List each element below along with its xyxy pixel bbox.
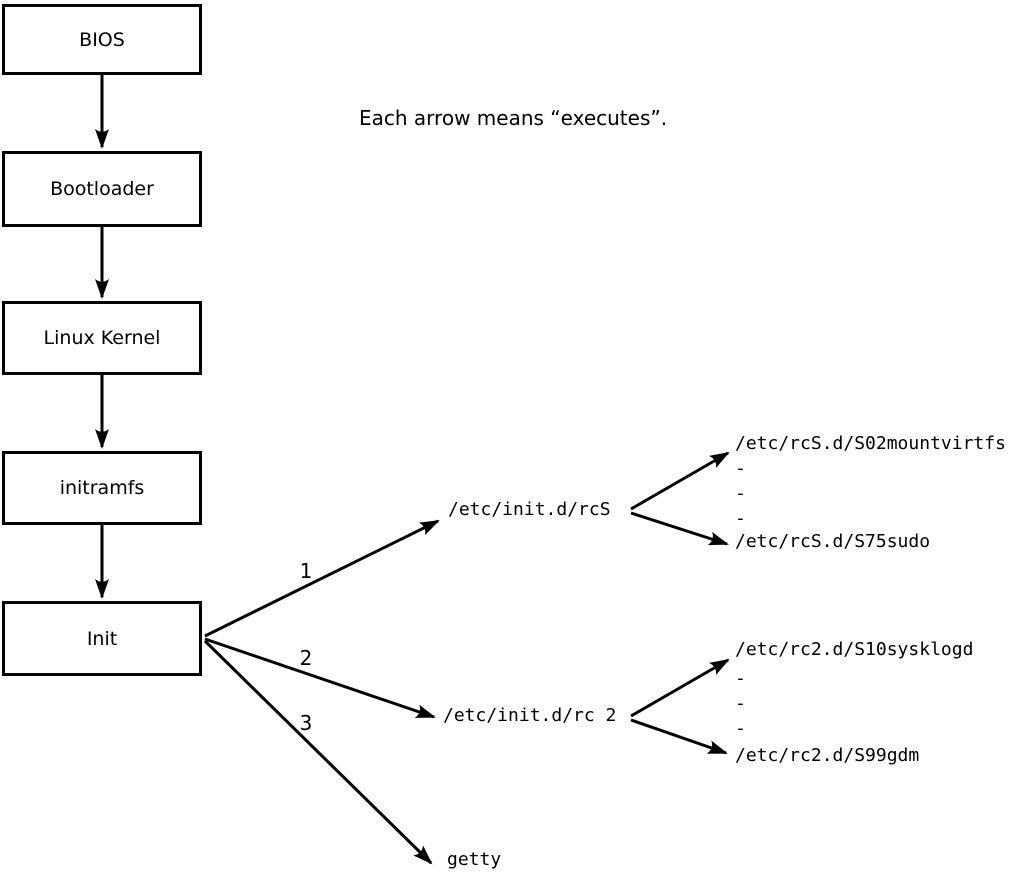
leaf-label-rcs-ellipsis-3: -	[735, 508, 746, 529]
leaf-label-rc2-last: /etc/rc2.d/S99gdm	[735, 745, 920, 766]
arrow-init-to-rc2	[204, 637, 436, 719]
arrow-rc2-branch-up	[630, 658, 730, 718]
leaf-label-rc2-ellipsis-1: -	[735, 668, 746, 689]
flow-box-initramfs: initramfs	[2, 451, 202, 525]
arrow-init-to-rcs	[204, 519, 440, 638]
node-label-getty: getty	[447, 849, 502, 870]
arrow-init-to-getty	[203, 639, 433, 865]
flow-box-init: Init	[2, 601, 202, 676]
leaf-label-rcs-ellipsis-2: -	[735, 483, 746, 504]
flow-box-bootloader-label: Bootloader	[50, 178, 154, 200]
leaf-label-rc2-ellipsis-3: -	[735, 718, 746, 739]
leaf-label-rcs-ellipsis-1: -	[735, 458, 746, 479]
flow-box-initramfs-label: initramfs	[59, 477, 145, 499]
arrow-rcs-branch-up	[630, 451, 730, 511]
leaf-label-rc2-first: /etc/rc2.d/S10sysklogd	[735, 639, 974, 660]
flow-box-init-label: Init	[86, 627, 118, 650]
leaf-label-rcs-last: /etc/rcS.d/S75sudo	[735, 531, 931, 552]
flow-box-bootloader: Bootloader	[2, 151, 202, 227]
legend-note: Each arrow means “executes”.	[359, 106, 668, 130]
flow-box-linux-kernel-label: Linux Kernel	[43, 327, 161, 349]
arrow-number-2: 2	[299, 646, 313, 670]
node-label-rc2: /etc/init.d/rc 2	[443, 705, 617, 726]
arrow-rc2-branch-down	[630, 718, 728, 755]
flow-box-bios-label: BIOS	[79, 28, 125, 51]
arrow-number-1: 1	[299, 559, 313, 583]
arrow-rcs-branch-down	[630, 511, 729, 546]
arrow-number-3: 3	[299, 711, 313, 735]
node-label-rcs: /etc/init.d/rcS	[448, 499, 611, 520]
flow-box-linux-kernel: Linux Kernel	[2, 301, 202, 375]
leaf-label-rc2-ellipsis-2: -	[735, 693, 746, 714]
leaf-label-rcs-first: /etc/rcS.d/S02mountvirtfs	[735, 433, 1006, 454]
flow-box-bios: BIOS	[2, 4, 202, 75]
